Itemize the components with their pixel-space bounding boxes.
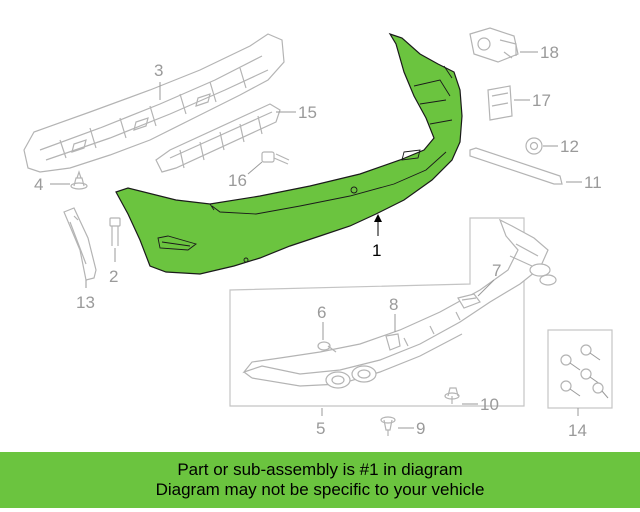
callout-2: 2: [109, 267, 118, 286]
callout-12: 12: [560, 137, 579, 156]
callout-8: 8: [389, 295, 398, 314]
part-10-push-pin[interactable]: [444, 387, 460, 404]
part-3-bumper-absorber[interactable]: [23, 33, 285, 173]
callout-17: 17: [532, 91, 551, 110]
part-6-push-pin[interactable]: [317, 341, 337, 353]
callout-15: 15: [298, 103, 317, 122]
callout-5: 5: [316, 419, 325, 438]
part-7-bracket[interactable]: [457, 293, 481, 309]
callout-10: 10: [480, 395, 499, 414]
callout-11: 11: [584, 173, 602, 192]
callout-4: 4: [34, 175, 43, 194]
part-9-push-pin[interactable]: [380, 416, 396, 436]
callout-7: 7: [492, 261, 501, 280]
leader-16: [247, 161, 263, 175]
part-18-sensor[interactable]: [469, 27, 519, 63]
part-13-side-bracket[interactable]: [63, 207, 97, 281]
leader-1-arrow: [374, 214, 382, 222]
callout-16: 16: [228, 171, 247, 190]
part-16-bolt[interactable]: [261, 151, 290, 165]
part-14-frame: [547, 329, 613, 409]
part-5-frame: [229, 217, 525, 407]
diagram-note-line-2: Diagram may not be specific to your vehi…: [155, 480, 485, 499]
part-8-clip[interactable]: [385, 333, 401, 351]
part-1-bumper-cover[interactable]: [115, 32, 463, 275]
callout-6: 6: [317, 303, 326, 322]
part-4-clip[interactable]: [70, 170, 88, 190]
part-14-hardware-kit[interactable]: [560, 344, 609, 399]
part-12-nut[interactable]: [525, 137, 543, 155]
callout-1: 1: [372, 241, 381, 260]
part-15-bracket[interactable]: [155, 103, 281, 173]
part-11-trim-strip[interactable]: [469, 147, 563, 185]
callout-13: 13: [76, 293, 95, 312]
callout-14: 14: [568, 421, 587, 440]
part-17-module[interactable]: [487, 85, 513, 121]
parts-diagram: 3 15 4 16 2 13: [23, 27, 613, 440]
callout-18: 18: [540, 43, 559, 62]
diagram-note-banner: Part or sub-assembly is #1 in diagram Di…: [0, 452, 640, 508]
diagram-note-line-1: Part or sub-assembly is #1 in diagram: [177, 460, 463, 479]
leader-7: [477, 279, 495, 297]
callout-3: 3: [154, 61, 163, 80]
callout-9: 9: [416, 419, 425, 438]
part-2-bolt[interactable]: [109, 217, 121, 246]
